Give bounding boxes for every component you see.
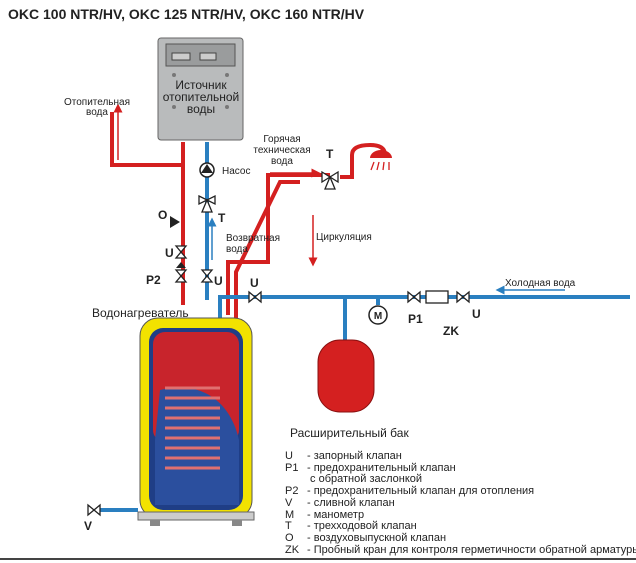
- air-vent-icon[interactable]: [170, 216, 180, 228]
- shower-icon: [370, 150, 392, 171]
- label-t-hot: T: [326, 147, 334, 161]
- p2-cap-icon: [176, 262, 186, 268]
- legend-text: - сливной клапан: [307, 496, 395, 509]
- legend-text: - трехходовой клапан: [307, 520, 417, 533]
- legend-code: O: [285, 531, 294, 544]
- legend-item: T - трехходовой клапан: [285, 520, 636, 533]
- legend-code: U: [285, 450, 293, 462]
- label-u-cold: U: [472, 307, 481, 321]
- label-zk: ZK: [443, 324, 459, 338]
- circulation-label: Циркуляция: [316, 232, 372, 243]
- shutoff-valve-icon[interactable]: [456, 290, 470, 304]
- water-heater-label: Водонагреватель: [92, 306, 189, 320]
- legend-item: V - сливной клапан: [285, 496, 636, 510]
- legend-code: P2: [285, 485, 299, 498]
- heat-source-boiler: Источник отопительной воды: [157, 37, 244, 141]
- water-heater-tank: [137, 317, 255, 526]
- label-o: O: [158, 208, 167, 222]
- heating-supply-pipe: [110, 112, 387, 318]
- label-v: V: [84, 519, 92, 533]
- shutoff-valve-icon[interactable]: [174, 245, 188, 259]
- legend-code: ZK: [285, 543, 300, 556]
- return-water-label-1: Возвратная: [226, 233, 280, 244]
- legend-code: T: [285, 520, 292, 533]
- legend-code: V: [285, 496, 293, 509]
- boiler-label-1: Источник: [175, 78, 227, 92]
- boiler-label-3: воды: [187, 102, 215, 116]
- boiler-label-2: отопительной: [163, 90, 240, 104]
- label-u-return: U: [214, 274, 223, 288]
- hot-water-label-3: вода: [271, 156, 293, 167]
- three-way-valve-icon[interactable]: [321, 170, 339, 190]
- legend-item: ZK - Пробный кран для контроля герметично…: [285, 543, 636, 557]
- legend: U - запорный клапан P1 - предохранительный…: [285, 450, 636, 557]
- three-way-valve-icon[interactable]: [198, 194, 216, 213]
- label-p2: P2: [146, 273, 161, 287]
- drain-valve-icon[interactable]: [87, 503, 101, 517]
- expansion-tank: [317, 339, 375, 413]
- heating-water-label-2: вода: [86, 107, 108, 118]
- safety-valve-p1-icon[interactable]: [407, 290, 421, 304]
- label-t-heating: T: [218, 211, 226, 225]
- hot-water-label-2: техническая: [253, 145, 310, 156]
- label-u-supply: U: [165, 246, 174, 260]
- legend-text: с обратной заслонкой: [307, 473, 423, 486]
- legend-code: M: [285, 508, 295, 521]
- legend-text: - предохранительный клапан для отопления: [307, 485, 535, 498]
- manometer-icon: M: [368, 305, 388, 325]
- heating-water-label-1: Отопительная: [64, 97, 130, 108]
- safety-valve-p2-icon[interactable]: [174, 269, 188, 283]
- pump-label: Насос: [222, 166, 250, 177]
- legend-item: O - воздуховыпускной клапан: [285, 531, 636, 545]
- return-water-label-2: вода: [226, 244, 248, 255]
- check-valve-icon[interactable]: [425, 290, 449, 304]
- legend-text: - предохранительный клапан: [307, 461, 456, 474]
- label-u-circ: U: [250, 276, 259, 290]
- pump-icon: [199, 162, 215, 178]
- label-p1: P1: [408, 312, 423, 326]
- legend-text: - воздуховыпускной клапан: [307, 531, 447, 544]
- legend-item: P1 - предохранительный клапан: [285, 461, 636, 475]
- legend-text: - Пробный кран для контроля герметичност…: [307, 543, 636, 556]
- legend-item: с обратной заслонкой: [285, 474, 636, 486]
- legend-code: P1: [285, 461, 299, 474]
- cold-water-label: Холодная вода: [505, 278, 576, 289]
- legend-item: P2 - предохранительный клапан для отоплен…: [285, 485, 636, 498]
- bottom-divider: [0, 558, 636, 560]
- manometer-letter: M: [374, 311, 382, 322]
- shutoff-valve-icon[interactable]: [200, 269, 214, 283]
- legend-item: U - запорный клапан: [285, 450, 636, 463]
- shutoff-valve-icon[interactable]: [248, 290, 262, 304]
- expansion-tank-label: Расширительный бак: [290, 426, 409, 440]
- legend-text: - манометр: [307, 508, 365, 521]
- diagram-title: OKC 100 NTR/HV, OKC 125 NTR/HV, OKC 160 …: [8, 6, 365, 22]
- legend-text: - запорный клапан: [307, 450, 402, 462]
- legend-item: M - манометр: [285, 508, 636, 522]
- hot-water-label-1: Горячая: [263, 134, 300, 145]
